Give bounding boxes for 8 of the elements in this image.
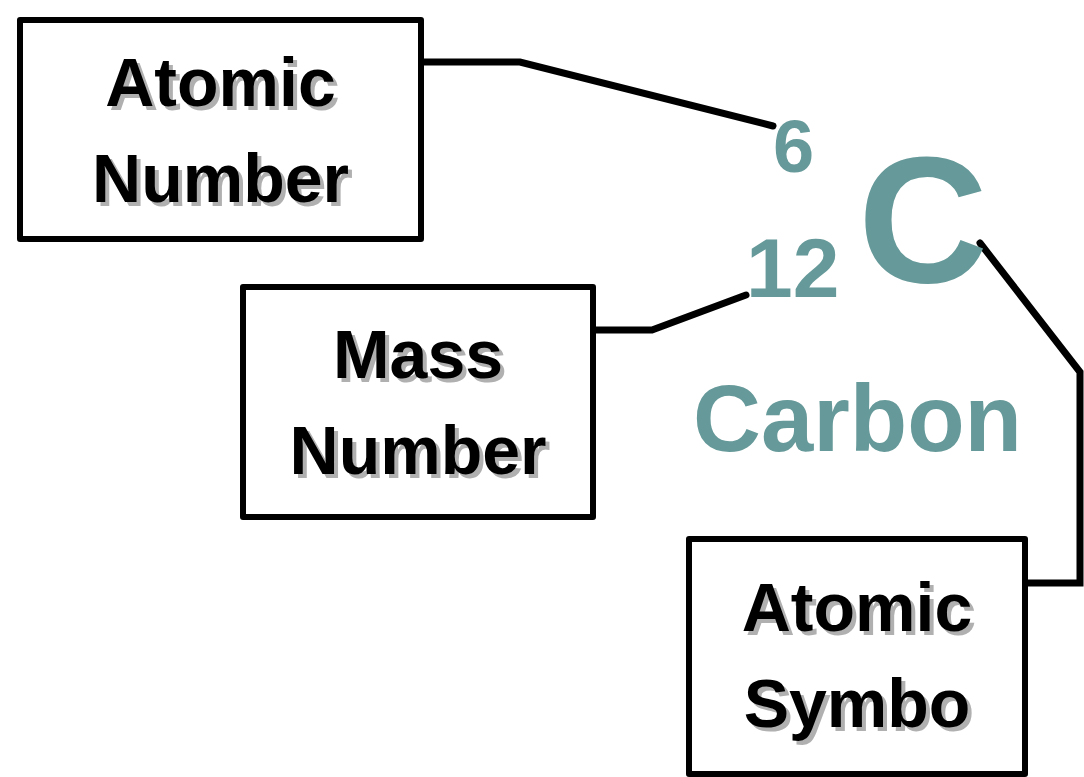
element-name: Carbon (693, 372, 1022, 466)
element-symbol: C (858, 130, 988, 310)
leader-line (976, 239, 1084, 587)
label-box: Atomic Symbo (686, 536, 1028, 777)
atomic-number-value: 6 (773, 110, 815, 184)
label-box: Atomic Number (17, 17, 424, 242)
label-box: Mass Number (240, 284, 596, 520)
mass-number-value: 12 (746, 226, 840, 310)
